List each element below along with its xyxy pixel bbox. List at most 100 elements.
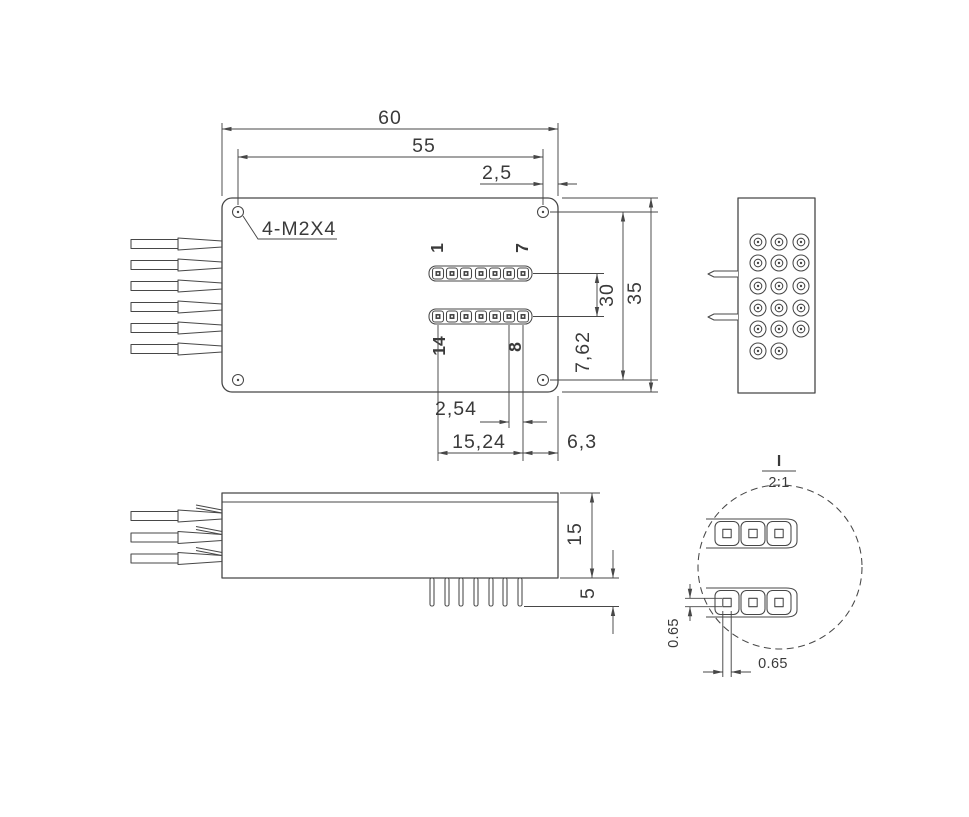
end-view [707,197,816,394]
fiber-line [195,507,223,514]
fiber-line [195,549,223,557]
module-body-outline [221,197,559,393]
fiber-pigtail [130,530,223,545]
pin-13 [445,310,459,323]
fiber-line [195,504,223,511]
fiber-pigtail [130,342,223,356]
dim-label: 0.65 [666,618,682,648]
fiber-line [195,525,223,533]
side-view: 15 5 [130,492,619,634]
pin [473,577,479,607]
dim-label: 15,24 [452,431,506,453]
dim-label: 6,3 [567,431,597,453]
detail-pin [714,589,740,616]
fiber-pigtail [130,551,223,566]
detail-view: I 2:1 0.65 0.65 [666,453,863,677]
ferrule [749,254,767,272]
mounting-hole [231,373,245,387]
dim-pin-length: 5 [524,550,619,634]
ferrule [749,299,767,317]
ferrule [792,277,810,295]
mounting-hole [536,205,550,219]
dim-label: 5 [577,587,599,599]
pin-7 [516,267,530,280]
ferrule [749,320,767,338]
pin-9 [502,310,516,323]
fiber-pigtail [130,279,223,293]
fiber-line [195,546,223,554]
fiber-pigtail [130,258,223,272]
pin-6 [502,267,516,280]
detail-pin-row-2 [706,587,798,618]
dim-pin-row-span: 15,24 [437,431,524,456]
pin-3 [459,267,473,280]
dim-mount-hole-pitch: 55 [237,135,544,205]
dim-label: 0.65 [758,656,788,672]
header-outline [706,587,798,618]
thread-callout: 4-M2X4 [242,215,337,240]
end-body-outline [737,197,816,394]
pin-label-8: 8 [505,342,525,352]
detail-scale-label: 2:1 [768,475,789,491]
dim-label: 35 [624,281,646,305]
ferrule [792,320,810,338]
ferrule [770,299,788,317]
ferrule [749,233,767,251]
side-body-outline [221,492,559,579]
dim-label: 7,62 [572,331,594,373]
dim-pin-pitch: 2,54 [435,398,547,425]
through-pins [429,577,523,607]
detail-label: I [777,453,781,470]
pin-header-row-2 [428,308,533,325]
ferrule [792,254,810,272]
top-view: 4-M2X4 [130,107,658,461]
ferrule [792,233,810,251]
detail-boundary-circle [697,484,863,650]
pin-label-1: 1 [427,243,447,253]
dim-pin-row-pitch: 7,62 [533,273,604,373]
detail-pin [714,520,740,547]
detail-pin [740,589,766,616]
leader-line [242,215,337,240]
ferrule [792,299,810,317]
dim-label: 60 [378,107,402,129]
thread-note-label: 4-M2X4 [262,218,336,240]
connector-pin [707,313,738,321]
pin-label-7: 7 [512,243,532,253]
dim-overall-depth: 35 [624,197,654,393]
dim-hole-edge-offset: 2,5 [480,162,577,187]
dim-label: 2,5 [482,162,512,184]
fiber-pigtails-top [130,237,223,356]
dim-label: 30 [596,283,618,307]
fiber-ferrule-array [749,233,810,360]
fiber-line [195,528,223,536]
pin-10 [488,310,502,323]
pin-14 [431,310,445,323]
dim-pad-width: 0.65 [703,611,788,677]
dim-label: 55 [412,135,436,157]
pin-5 [488,267,502,280]
fiber-pigtail [130,237,223,251]
detail-pin [740,520,766,547]
ferrule [770,277,788,295]
pin-4 [474,267,488,280]
pin [502,577,508,607]
fiber-pigtail [130,321,223,335]
ferrule [770,233,788,251]
dim-label: 2,54 [435,398,477,420]
detail-pin [766,589,792,616]
dim-mount-hole-row-pitch: 30 [596,211,626,381]
mounting-holes [231,205,550,387]
pin [444,577,450,607]
ferrule [770,342,788,360]
mounting-hole [536,373,550,387]
pin-12 [459,310,473,323]
header-outline [706,518,798,549]
pin-8 [516,310,530,323]
mounting-hole [231,205,245,219]
pin [488,577,494,607]
ferrule [749,342,767,360]
ferrule [749,277,767,295]
